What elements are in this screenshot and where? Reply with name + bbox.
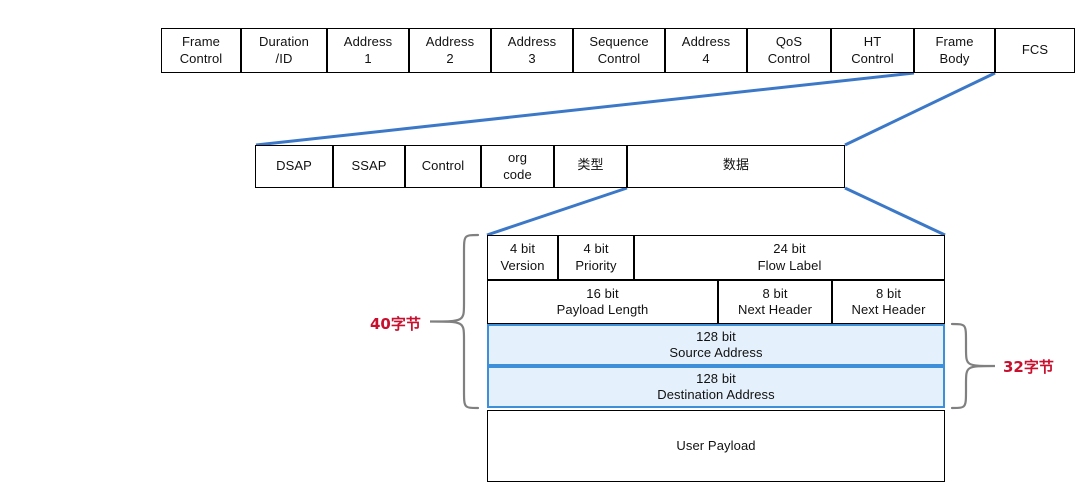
ipv6-field: 8 bit Next Header [832,280,945,324]
llc-snap-field: SSAP [333,145,405,188]
llc-snap-field: 数据 [627,145,845,188]
frame-body-left-connector [255,71,915,147]
mac-frame-field: Sequence Control [573,28,665,73]
mac-frame-field: Address 4 [665,28,747,73]
llc-snap-field: 类型 [554,145,627,188]
frame-body-right-connector [844,71,996,147]
ipv6-field: User Payload [487,410,945,482]
mac-frame-field: Duration /ID [241,28,327,73]
mac-frame-field: Frame Body [914,28,995,73]
ipv6-field: 16 bit Payload Length [487,280,718,324]
mac-frame-field: QoS Control [747,28,831,73]
mac-frame-field: HT Control [831,28,914,73]
mac-frame-field: Address 2 [409,28,491,73]
ipv6-field: 128 bit Destination Address [487,366,945,408]
annotation-32-bytes: 32字节 [1003,358,1054,376]
ipv6-field: 4 bit Version [487,235,558,280]
ipv6-field: 4 bit Priority [558,235,634,280]
mac-frame-field: Address 1 [327,28,409,73]
ipv6-field: 128 bit Source Address [487,324,945,366]
ipv6-field: 24 bit Flow Label [634,235,945,280]
annotation-40-bytes: 40字节 [370,315,421,333]
brace-right-32-bytes [950,322,996,410]
ipv6-field: 8 bit Next Header [718,280,832,324]
brace-left-40-bytes [429,233,480,410]
mac-frame-field: Frame Control [161,28,241,73]
data-right-connector [844,186,946,237]
mac-frame-field: FCS [995,28,1075,73]
llc-snap-field: org code [481,145,554,188]
data-left-connector [486,186,628,237]
llc-snap-field: DSAP [255,145,333,188]
mac-frame-field: Address 3 [491,28,573,73]
llc-snap-field: Control [405,145,481,188]
